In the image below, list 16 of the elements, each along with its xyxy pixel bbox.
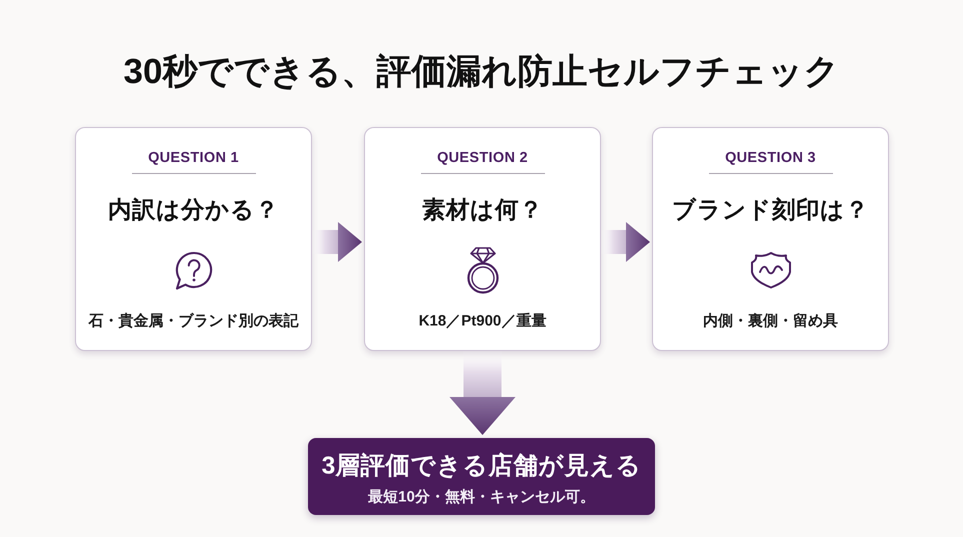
question-card — [75, 127, 312, 351]
question-heading: ブランド刻印は？ — [672, 195, 869, 224]
question-card — [364, 127, 601, 351]
question-label: QUESTION 1 — [148, 148, 239, 168]
question-heading: 素材は何？ — [422, 195, 543, 224]
question-card — [652, 127, 889, 351]
title: 30秒でできる、評価漏れ防止セルフチェック — [124, 51, 840, 94]
question-label: QUESTION 3 — [725, 148, 816, 168]
question-heading: 内訳は分かる？ — [108, 195, 279, 224]
detail-text: 石・貴金属・ブランド別の表記 — [88, 312, 298, 332]
banner-heading: 3層評価できる店舗が見える — [322, 452, 642, 482]
detail-text: 内側・裏側・留め具 — [703, 312, 838, 332]
banner-subtext: 最短10分・無料・キャンセル可。 — [368, 488, 595, 508]
result-banner — [308, 438, 655, 515]
question-label: QUESTION 2 — [437, 148, 528, 168]
detail-text: K18／Pt900／重量 — [418, 312, 546, 332]
